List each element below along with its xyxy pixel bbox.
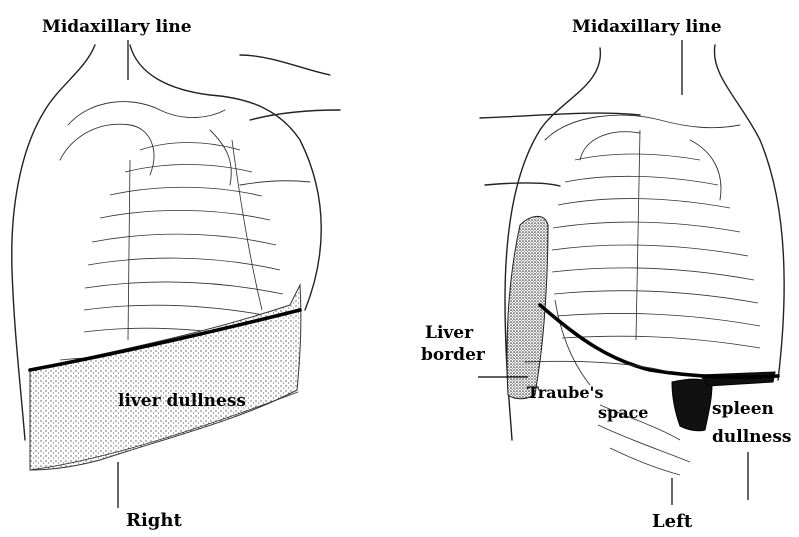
spleen-label-line-1: spleen [712, 399, 774, 419]
spleen-band [700, 372, 775, 386]
spleen-dullness-area [672, 379, 712, 431]
liver-dullness-label: liver dullness [118, 391, 246, 411]
left-midaxillary-label: Midaxillary line [572, 17, 722, 37]
left-ribs [552, 130, 760, 475]
right-label: Right [126, 510, 182, 531]
spleen-label-line-2: dullness [712, 427, 791, 447]
liver-border-label-line-2: border [421, 345, 486, 365]
right-axillary-contour [60, 124, 310, 185]
left-axillary-contour [580, 132, 721, 200]
left-dullness-boundary [540, 305, 778, 377]
right-midaxillary-label: Midaxillary line [42, 17, 192, 37]
right-liver-dullness-area [30, 285, 301, 470]
liver-border-label-line-1: Liver [425, 323, 474, 343]
right-arm-outline [240, 55, 340, 120]
left-side-figure: Midaxillary line Liver border Traube's s… [421, 17, 791, 532]
left-clavicle [545, 115, 740, 140]
right-clavicle [68, 102, 225, 125]
left-arm-outline [480, 113, 640, 186]
left-label: Left [652, 511, 693, 532]
traube-label-line-1: Traube's [527, 383, 603, 402]
right-side-figure: Midaxillary line liver dullness Right [12, 17, 340, 531]
traube-label-line-2: space [598, 403, 648, 422]
